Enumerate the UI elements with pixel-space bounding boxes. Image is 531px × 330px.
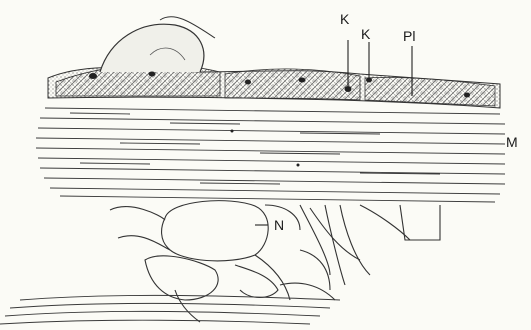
label-pl: Pl [403, 29, 415, 43]
surface-cell [100, 17, 215, 72]
label-k2: K [361, 27, 370, 41]
fibrous-layer [36, 108, 505, 202]
lower-fibers [0, 295, 340, 324]
label-m: M [506, 135, 518, 149]
label-n: N [274, 218, 284, 232]
label-k1: K [340, 12, 349, 26]
